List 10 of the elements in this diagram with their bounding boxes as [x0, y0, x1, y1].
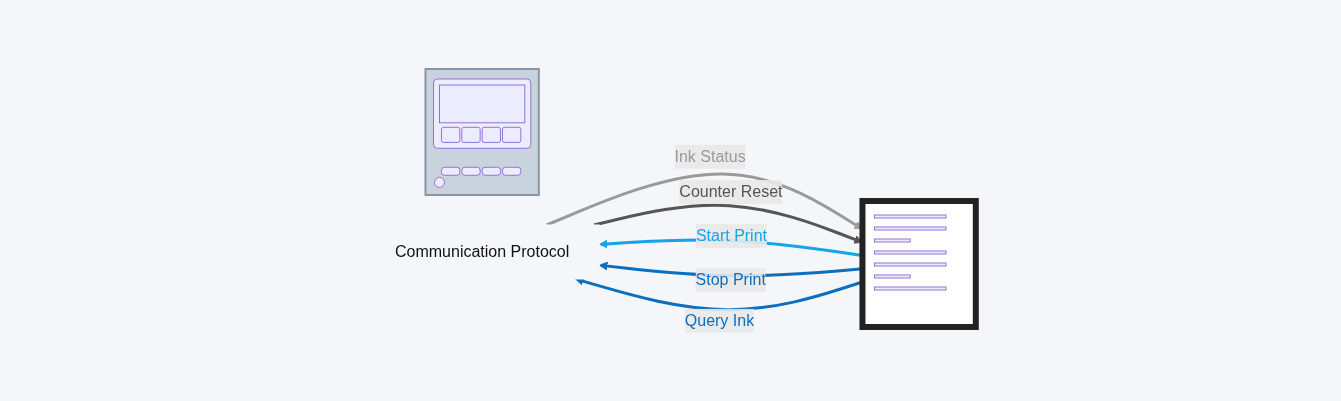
monitor-drawing — [874, 214, 947, 291]
edge-label: Counter Reset — [679, 182, 783, 200]
node-text: Communication Protocol — [395, 242, 570, 260]
edge-label: Query Ink — [684, 311, 755, 329]
node-picture — [859, 197, 979, 330]
node-picture — [424, 67, 540, 196]
edge-label: Ink Status — [674, 147, 746, 165]
printer-controller-drawing — [433, 78, 532, 188]
edge-label: Stop Print — [695, 270, 766, 288]
edge-label: Start Print — [695, 226, 768, 244]
